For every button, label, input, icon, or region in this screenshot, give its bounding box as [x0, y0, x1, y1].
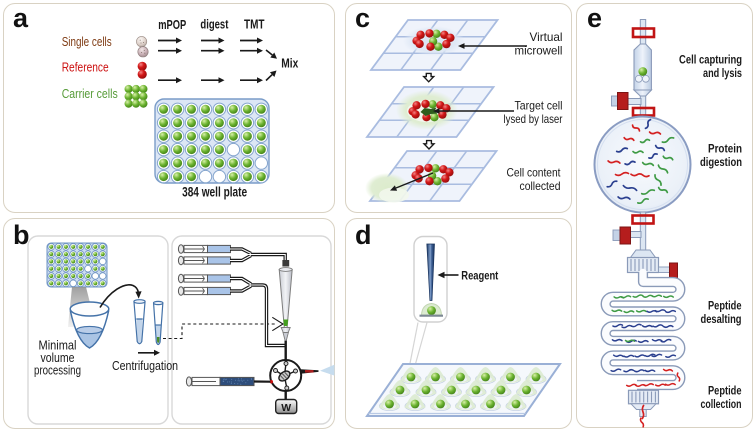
- svg-text:384 well plate: 384 well plate: [182, 185, 247, 200]
- svg-text:Peptide: Peptide: [708, 386, 742, 398]
- svg-text:processing: processing: [34, 364, 81, 378]
- svg-text:Target cell: Target cell: [515, 99, 563, 113]
- svg-text:and lysis: and lysis: [703, 68, 742, 80]
- svg-text:digest: digest: [200, 17, 228, 32]
- svg-text:desalting: desalting: [701, 314, 742, 326]
- svg-text:volume: volume: [41, 351, 75, 365]
- svg-text:Peptide: Peptide: [708, 301, 742, 313]
- svg-text:TMT: TMT: [244, 17, 265, 32]
- svg-text:collected: collected: [520, 179, 561, 193]
- svg-text:Cell capturing: Cell capturing: [679, 55, 742, 67]
- svg-text:Reagent: Reagent: [461, 268, 498, 282]
- svg-text:mPOP: mPOP: [158, 17, 186, 32]
- svg-text:Minimal: Minimal: [39, 339, 77, 353]
- svg-text:Single cells: Single cells: [62, 34, 112, 49]
- svg-text:W: W: [281, 402, 291, 414]
- svg-text:Mix: Mix: [281, 55, 299, 70]
- svg-text:microwell: microwell: [515, 44, 563, 58]
- svg-text:digestion: digestion: [700, 157, 742, 169]
- svg-text:Protein: Protein: [708, 144, 742, 156]
- svg-text:Cell content: Cell content: [507, 166, 562, 180]
- svg-text:Virtual: Virtual: [530, 30, 563, 44]
- svg-text:Centrifugation: Centrifugation: [112, 359, 178, 373]
- svg-text:Reference: Reference: [62, 59, 109, 74]
- svg-text:Carrier cells: Carrier cells: [62, 86, 118, 101]
- svg-text:lysed by laser: lysed by laser: [504, 112, 563, 126]
- svg-text:collection: collection: [701, 399, 742, 411]
